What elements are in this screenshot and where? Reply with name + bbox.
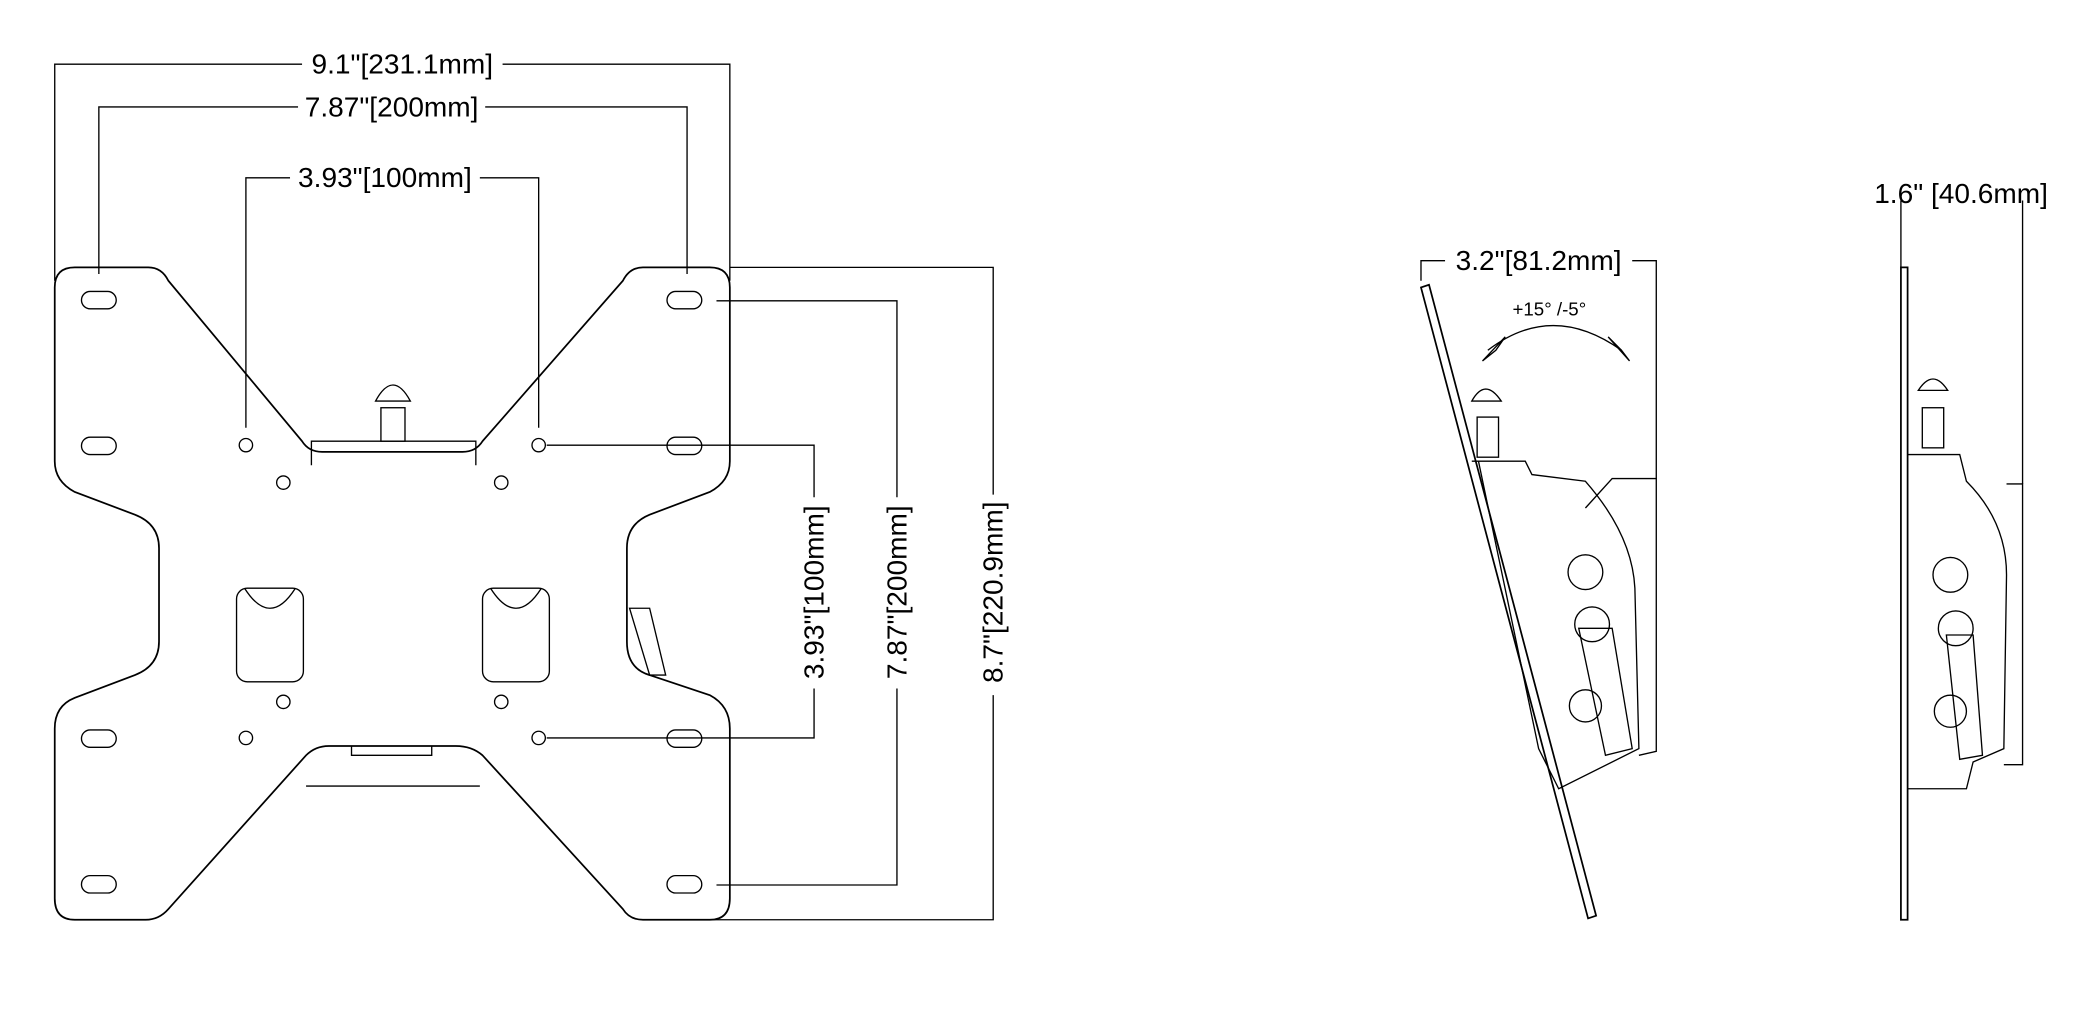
hole-height-small-label: 3.93"[100mm] [798, 505, 829, 679]
flat-depth-label: 1.6" [40.6mm] [1874, 178, 2048, 209]
overall-height-label: 8.7"[220.9mm] [978, 501, 1009, 683]
hole-height-large-label: 7.87"[200mm] [881, 505, 912, 679]
side-view-tilted: 3.2"[81.2mm] +15° /-5° [1419, 245, 1657, 920]
front-dimensions: 9.1"[231.1mm] 7.87"[200mm] 3.93"[100mm] … [54, 49, 1009, 921]
hole-width-large-label: 7.87"[200mm] [305, 91, 479, 122]
front-view-plate [53, 266, 731, 921]
overall-width-label: 9.1"[231.1mm] [312, 49, 494, 80]
tilt-range-label: +15° /-5° [1512, 298, 1586, 319]
tilted-depth-label: 3.2"[81.2mm] [1456, 245, 1622, 276]
hole-width-small-label: 3.93"[100mm] [298, 162, 472, 193]
side-view-flat: 1.6" [40.6mm] [1874, 178, 2048, 921]
